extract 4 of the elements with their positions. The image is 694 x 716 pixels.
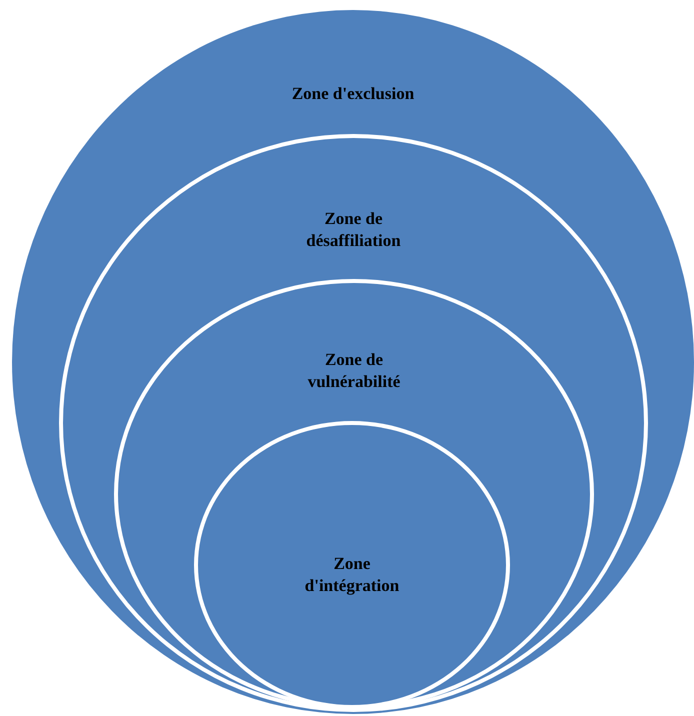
zone-label: Zone d'intégration [304, 553, 400, 597]
zone-label: Zone d'exclusion [290, 83, 416, 105]
zone-label: Zone de désaffiliation [305, 208, 402, 252]
zone-label: Zone de vulnérabilité [306, 349, 402, 393]
